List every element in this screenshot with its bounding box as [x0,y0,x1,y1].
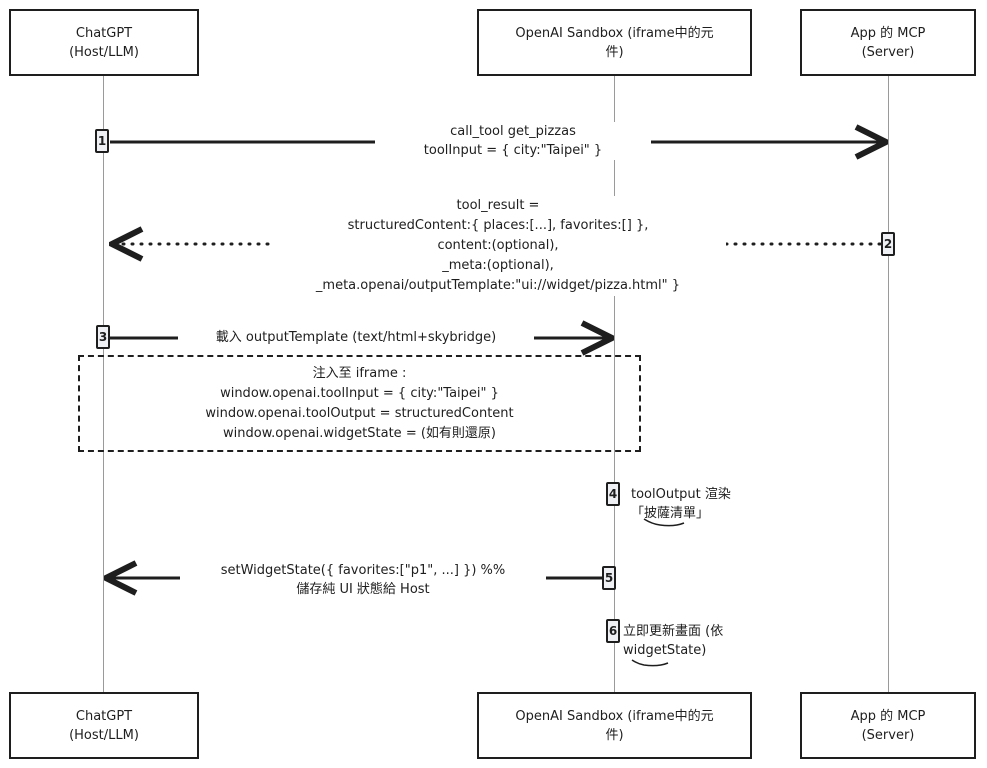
note-line-3: window.openai.toolOutput = structuredCon… [205,405,514,421]
participant-server-bottom: App 的 MCP (Server) [800,692,976,759]
step-2-badge: 2 [881,232,895,256]
note-line-1: 注入至 iframe : [312,365,407,381]
participant-host-top: ChatGPT (Host/LLM) [9,9,199,76]
note-line-2: window.openai.toolInput = { city:"Taipei… [220,385,499,401]
step-4-badge: 4 [606,482,620,506]
message-6-label: 立即更新畫面 (依 widgetState) [623,624,724,658]
message-3-label: 載入 outputTemplate (text/html+skybridge) [178,328,534,347]
self-message-6-squiggle [631,659,669,667]
inject-note-box: 注入至 iframe : window.openai.toolInput = {… [78,355,641,452]
lifeline-server [888,75,889,692]
step-3-badge: 3 [96,325,110,349]
message-1-label: call_tool get_pizzas toolInput = { city:… [375,122,651,160]
note-line-4: window.openai.widgetState = (如有則還原) [223,425,496,441]
step-5-badge: 5 [602,566,616,590]
self-message-4-squiggle [643,518,685,527]
message-5-label: setWidgetState({ favorites:["p1", ...] }… [180,561,546,599]
message-2-label: tool_result = structuredContent:{ places… [270,196,726,296]
step-6-badge: 6 [606,619,620,643]
lifeline-sandbox [614,75,615,692]
lifeline-host [103,75,104,692]
step-1-badge: 1 [95,129,109,153]
participant-sandbox-bottom: OpenAI Sandbox (iframe中的元 件) [477,692,752,759]
participant-sandbox-top: OpenAI Sandbox (iframe中的元 件) [477,9,752,76]
message-4-label: toolOutput 渲染 「披薩清單」 [631,487,731,521]
participant-server-top: App 的 MCP (Server) [800,9,976,76]
participant-host-bottom: ChatGPT (Host/LLM) [9,692,199,759]
